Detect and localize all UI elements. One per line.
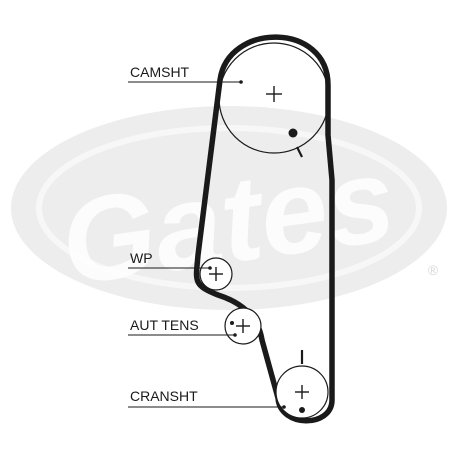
leader-tensioner-end <box>233 333 237 337</box>
label-water-pump: WP <box>128 250 212 270</box>
watermark-ellipse <box>11 106 447 310</box>
leader-water-pump-end <box>208 266 212 270</box>
tensioner-offset-pivot <box>230 321 234 325</box>
watermark-registered-mark: ® <box>428 262 439 278</box>
label-tensioner-text: AUT TENS <box>130 317 199 333</box>
label-camshaft-text: CAMSHT <box>130 64 190 80</box>
camshaft-timing-mark <box>296 146 303 158</box>
crankshaft-timing-dot <box>299 407 305 413</box>
label-crankshaft-text: CRANSHT <box>130 388 198 404</box>
timing-belt <box>193 34 335 424</box>
crankshaft-pulley <box>275 350 329 419</box>
label-crankshaft: CRANSHT <box>128 388 286 409</box>
camshaft-pulley-circle <box>218 42 330 154</box>
label-water-pump-text: WP <box>130 250 153 266</box>
camshaft-pulley <box>218 42 330 158</box>
tensioner-pulley <box>224 307 262 345</box>
gates-watermark: Gates ® <box>11 106 447 311</box>
water-pump-pulley <box>199 257 233 291</box>
leader-camshaft-end <box>239 80 243 84</box>
watermark-inner-swoosh <box>36 125 422 291</box>
camshaft-timing-dot <box>288 128 298 138</box>
label-camshaft: CAMSHT <box>128 64 243 84</box>
label-tensioner: AUT TENS <box>128 317 237 337</box>
leader-crankshaft-end <box>282 405 286 409</box>
